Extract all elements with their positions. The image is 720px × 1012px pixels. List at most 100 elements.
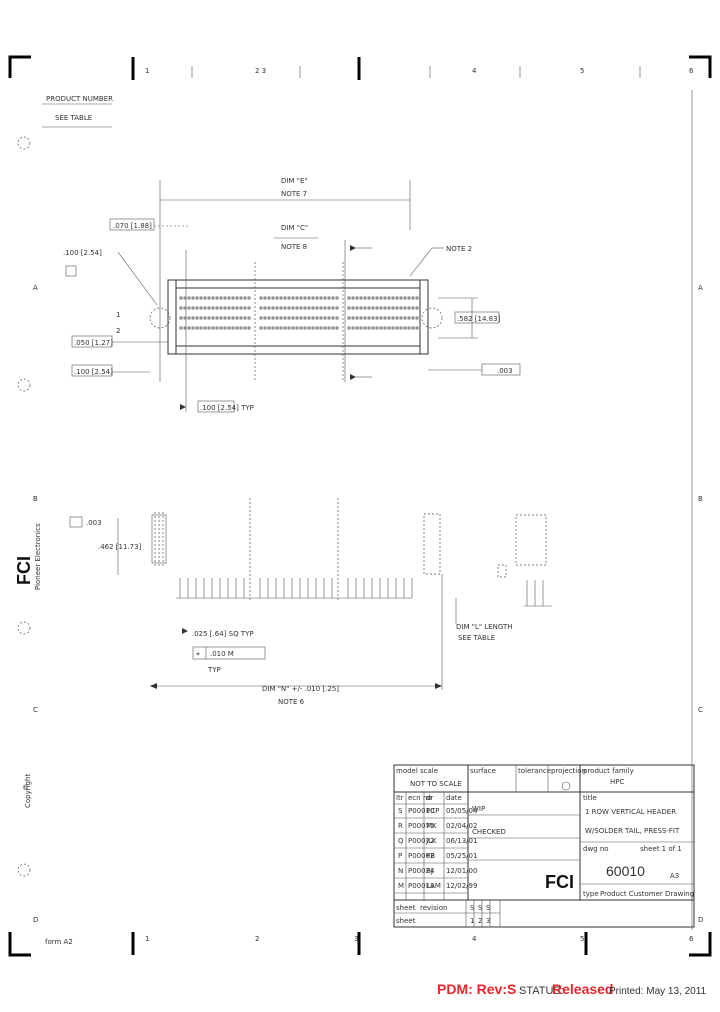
pin <box>403 296 407 300</box>
pin <box>279 316 283 320</box>
pin <box>407 296 411 300</box>
revision-cell: MK <box>426 822 437 830</box>
status-value: Released <box>552 981 614 997</box>
revision-cell: P00072 <box>408 837 435 845</box>
pin <box>391 296 395 300</box>
pin <box>203 326 207 330</box>
pin <box>243 306 247 310</box>
drawing-number: 60010 <box>606 863 645 879</box>
pin <box>315 316 319 320</box>
pin <box>395 326 399 330</box>
sheet-row-label-2: sheet <box>396 917 416 925</box>
pin <box>331 316 335 320</box>
pin <box>239 326 243 330</box>
note-8-label: NOTE 8 <box>281 243 307 251</box>
pin <box>375 306 379 310</box>
pin <box>395 296 399 300</box>
pin <box>267 306 271 310</box>
pin <box>335 296 339 300</box>
pin <box>399 306 403 310</box>
pin <box>363 306 367 310</box>
pin <box>399 326 403 330</box>
wip-label: WIP <box>472 805 485 813</box>
pin <box>295 306 299 310</box>
pin <box>315 326 319 330</box>
pin <box>351 296 355 300</box>
front-view: .003 .462 [11.73] DIM "L" LENGTH SEE TAB… <box>69 498 552 706</box>
revision-cell: Q <box>398 837 404 845</box>
dim-100-bottom-label: .100 [2.54] TYP <box>200 404 254 412</box>
corner-marks <box>8 55 712 957</box>
pin <box>331 326 335 330</box>
pin <box>411 326 415 330</box>
rev-col-ecn: ecn no <box>408 794 432 802</box>
zone-row: A <box>33 284 38 292</box>
revision-cell: P00013 <box>408 882 435 890</box>
title-line-1: 1 ROW VERTICAL HEADER <box>585 808 676 816</box>
zone-numbers-top: 1 2 3 4 5 6 <box>145 67 694 75</box>
pin <box>259 296 263 300</box>
sheet-cell: 1 <box>470 917 474 925</box>
title-line-2: W/SOLDER TAIL, PRESS-FIT <box>585 827 680 835</box>
pin <box>351 326 355 330</box>
revision-cell: 05/25/01 <box>446 852 477 860</box>
pin <box>399 296 403 300</box>
pin <box>323 316 327 320</box>
zone-col: 5 <box>580 67 584 75</box>
pin <box>323 326 327 330</box>
pin <box>359 326 363 330</box>
pin <box>363 326 367 330</box>
pin <box>323 306 327 310</box>
pin <box>267 326 271 330</box>
pin <box>195 326 199 330</box>
pin <box>379 296 383 300</box>
pin <box>179 306 183 310</box>
revision-cell: JLK <box>425 837 437 845</box>
pin <box>291 306 295 310</box>
pin <box>215 296 219 300</box>
pin <box>263 306 267 310</box>
pin <box>363 316 367 320</box>
pin <box>207 306 211 310</box>
pin <box>283 316 287 320</box>
pin <box>367 306 371 310</box>
pin <box>263 326 267 330</box>
pin <box>323 296 327 300</box>
zone-row: C <box>698 706 703 714</box>
pin <box>275 296 279 300</box>
pin <box>279 306 283 310</box>
pin <box>415 326 419 330</box>
rev-col-ltr: ltr <box>396 794 404 802</box>
pin <box>315 296 319 300</box>
dim-050-label: .050 [1.27] <box>74 339 113 347</box>
zone-row: B <box>698 495 703 503</box>
pin <box>223 296 227 300</box>
pin <box>415 306 419 310</box>
pin <box>191 296 195 300</box>
dim-e-label: DIM "E" <box>281 177 308 185</box>
pin <box>327 296 331 300</box>
pin <box>415 316 419 320</box>
pin <box>215 316 219 320</box>
pin <box>275 306 279 310</box>
rev-cell: S <box>470 904 475 912</box>
pin <box>187 326 191 330</box>
pin <box>183 316 187 320</box>
pin <box>403 326 407 330</box>
pin <box>411 296 415 300</box>
pin <box>391 306 395 310</box>
pin <box>195 296 199 300</box>
dim-100-pitch-label: .100 [2.54] <box>63 249 102 257</box>
zone-numbers-bottom: 1 2 3 4 5 6 <box>145 935 694 943</box>
pin <box>371 296 375 300</box>
pin <box>259 316 263 320</box>
pin <box>299 296 303 300</box>
zone-col: 2 <box>255 935 259 943</box>
pin <box>231 316 235 320</box>
pin <box>331 296 335 300</box>
pin <box>227 296 231 300</box>
rev-cell: S <box>478 904 483 912</box>
pin <box>263 296 267 300</box>
see-table-label: SEE TABLE <box>458 634 495 642</box>
